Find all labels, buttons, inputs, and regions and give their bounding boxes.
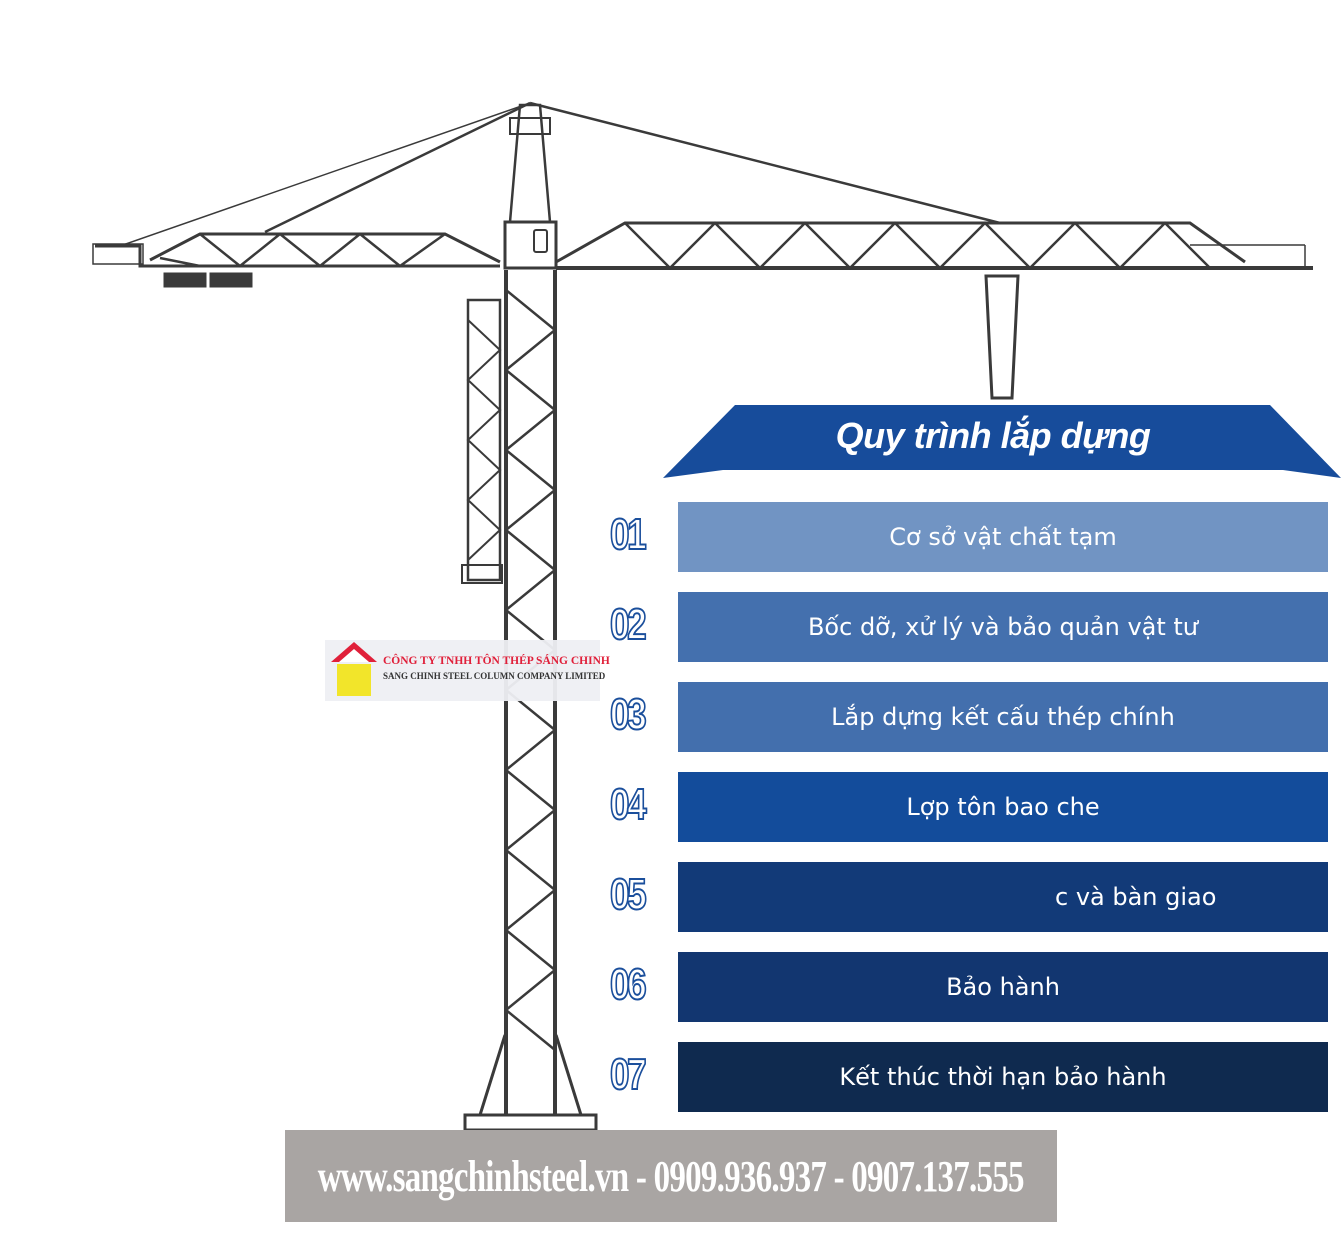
step-row: c và bàn giao [678, 862, 1328, 932]
title-banner [663, 405, 1341, 478]
step-label: Kết thúc thời hạn bảo hành [839, 1063, 1167, 1091]
step-label: Lắp dựng kết cấu thép chính [831, 703, 1175, 731]
house-logo-icon [331, 642, 377, 696]
step-row: Bảo hành [678, 952, 1328, 1022]
step-row: Cơ sở vật chất tạm [678, 502, 1328, 572]
step-number: 06 [609, 959, 647, 1010]
step-row: Bốc dỡ, xử lý và bảo quản vật tư [678, 592, 1328, 662]
step-label: Lợp tôn bao che [906, 793, 1100, 821]
step-row: Lợp tôn bao che [678, 772, 1328, 842]
step-number: 04 [609, 779, 647, 830]
company-logo: CÔNG TY TNHH TÔN THÉP SÁNG CHINH SANG CH… [325, 640, 610, 701]
step-number: 07 [609, 1049, 647, 1100]
page-title: Quy trình lắp dựng [835, 415, 1151, 456]
step-label: Bảo hành [946, 973, 1060, 1001]
company-name-vn: CÔNG TY TNHH TÔN THÉP SÁNG CHINH [383, 655, 610, 667]
company-name-en: SANG CHINH STEEL COLUMN COMPANY LIMITED [383, 671, 606, 681]
step-number: 02 [609, 599, 647, 650]
step-number: 05 [609, 869, 647, 920]
watermark-text: www.sangchinhsteel.vn - 0909.936.937 - 0… [317, 1151, 1025, 1201]
step-number: 03 [609, 689, 647, 740]
step-row: Kết thúc thời hạn bảo hành [678, 1042, 1328, 1112]
step-label: Bốc dỡ, xử lý và bảo quản vật tư [807, 613, 1199, 641]
step-label: c và bàn giao [1055, 883, 1217, 911]
step-row: Lắp dựng kết cấu thép chính [678, 682, 1328, 752]
step-label: Cơ sở vật chất tạm [889, 523, 1117, 551]
step-number: 01 [609, 509, 647, 560]
contact-watermark: www.sangchinhsteel.vn - 0909.936.937 - 0… [285, 1130, 1057, 1222]
